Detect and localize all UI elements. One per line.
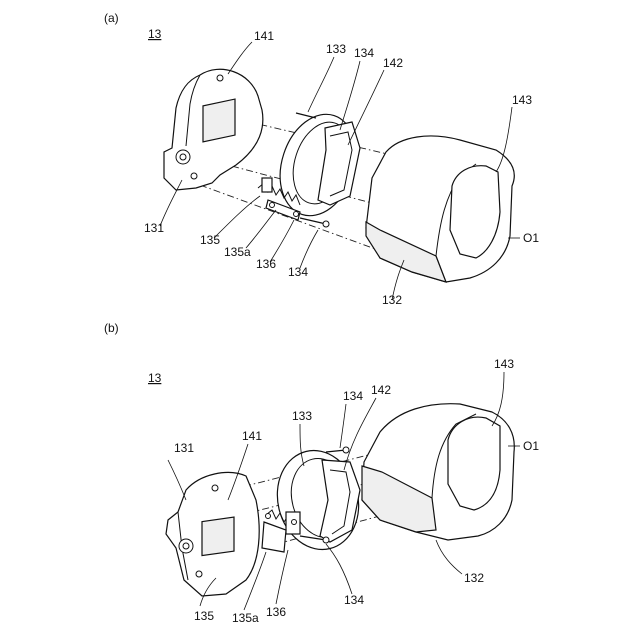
label-ring: 133 <box>326 42 346 56</box>
magnet-hole-143 <box>448 417 500 510</box>
pin-upper <box>296 113 316 118</box>
label-pin-bottom: 134 <box>344 593 364 607</box>
label-spring-end: 135a <box>232 611 259 625</box>
label-shaft: 136 <box>266 605 286 619</box>
label-magnet: 132 <box>382 293 402 307</box>
panel-a: (a) 13 <box>104 11 539 307</box>
label-plate: 141 <box>254 29 274 43</box>
label-spring: 135 <box>194 609 214 623</box>
label-pin-bottom: 134 <box>288 265 308 279</box>
pin-lower <box>300 218 326 224</box>
magnet-block <box>366 136 514 282</box>
spring-mechanism <box>262 510 300 552</box>
label-pin-top: 134 <box>343 389 363 403</box>
label-ring: 133 <box>292 409 312 423</box>
plate-window-141 <box>203 99 235 142</box>
label-shaft: 136 <box>256 257 276 271</box>
spring-holder <box>262 178 272 192</box>
plate-window-141 <box>202 517 234 555</box>
screw-hole-icon <box>217 75 223 81</box>
screw-hole-icon <box>191 173 197 179</box>
screw-hole-icon <box>212 485 218 491</box>
assembly-label: 13 <box>148 371 162 385</box>
screw-hole-icon <box>196 571 202 577</box>
label-axis: O1 <box>523 439 539 453</box>
base-plate <box>166 472 259 596</box>
label-magnet: 132 <box>464 571 484 585</box>
label-window: 142 <box>371 383 391 397</box>
magnet-block <box>362 404 514 540</box>
label-base: 131 <box>144 221 164 235</box>
label-block: 143 <box>494 357 514 371</box>
label-base: 131 <box>174 441 194 455</box>
label-pin-top: 134 <box>354 46 374 60</box>
panel-label: (a) <box>104 11 119 25</box>
label-spring-end: 135a <box>224 245 251 259</box>
label-spring: 135 <box>200 233 220 247</box>
label-window: 142 <box>383 56 403 70</box>
panel-b: (b) 13 <box>104 321 539 625</box>
label-plate: 141 <box>242 429 262 443</box>
panel-label: (b) <box>104 321 119 335</box>
label-axis: O1 <box>523 231 539 245</box>
shaft-136 <box>262 522 286 552</box>
label-block: 143 <box>512 93 532 107</box>
assembly-label: 13 <box>148 27 162 41</box>
base-plate <box>164 69 263 190</box>
